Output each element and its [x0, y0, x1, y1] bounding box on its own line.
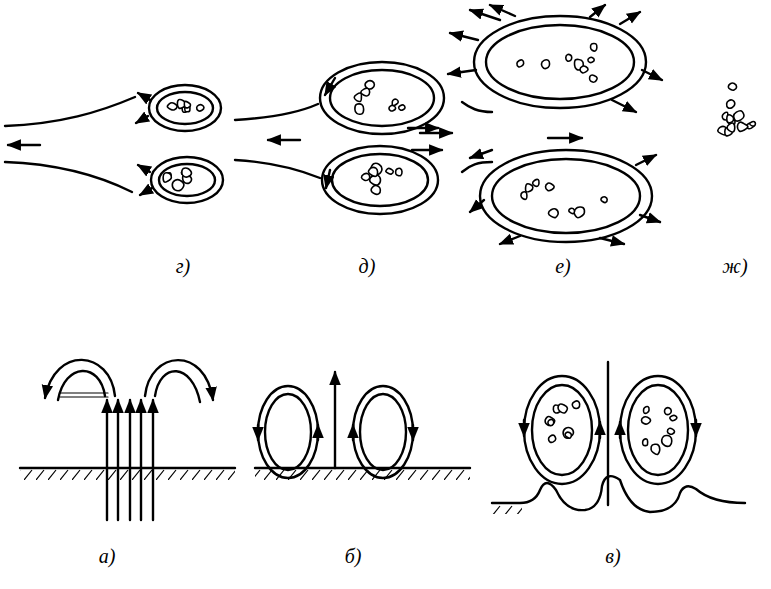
debris-particle [601, 197, 607, 203]
debris-particle [565, 432, 571, 438]
debris-particle [572, 401, 579, 408]
debris-particle [563, 428, 573, 438]
debris-particle [399, 105, 405, 110]
debris-particle [365, 81, 374, 89]
debris-particle [727, 115, 734, 123]
panel-label: е) [555, 256, 571, 276]
debris-particle [670, 415, 677, 420]
debris-particle [182, 168, 192, 177]
debris-particle [549, 435, 556, 442]
debris-particle [546, 183, 555, 191]
panel-d [235, 62, 492, 214]
panel-label: а) [99, 546, 116, 566]
debris-particle [548, 209, 558, 218]
debris-particle [750, 122, 756, 127]
debris-particle [541, 60, 549, 69]
debris-particles [163, 43, 755, 454]
debris-particle [728, 83, 736, 90]
panel-label: б) [345, 546, 362, 566]
debris-particle [574, 207, 584, 218]
panel-label: г) [176, 256, 190, 276]
debris-particle [197, 105, 204, 111]
panel-e [448, 5, 662, 244]
debris-particle [737, 122, 747, 131]
panel-a [20, 360, 235, 520]
debris-particle [734, 111, 744, 121]
debris-particle [371, 185, 380, 194]
debris-particle [355, 104, 364, 114]
debris-particle [644, 407, 650, 414]
panel-label: ж) [722, 256, 747, 276]
debris-particle [361, 173, 369, 180]
panel-v [492, 362, 745, 514]
debris-particle [548, 420, 554, 426]
debris-particle [167, 103, 177, 110]
debris-particle [588, 57, 594, 62]
panel-g [5, 85, 223, 203]
debris-particle [533, 179, 539, 186]
debris-particle [521, 192, 527, 199]
debris-particle [727, 100, 735, 108]
debris-particle [662, 435, 672, 446]
debris-particle [184, 101, 190, 107]
debris-particle [566, 54, 572, 61]
debris-particle [163, 173, 171, 182]
debris-particle [643, 439, 648, 446]
debris-particle [665, 408, 672, 415]
panel-b [255, 372, 470, 480]
debris-particle [558, 404, 567, 413]
debris-particle [172, 180, 184, 191]
debris-particle [386, 168, 394, 174]
debris-particle [651, 444, 660, 454]
debris-particle [517, 60, 524, 67]
debris-particle [545, 417, 555, 426]
debris-particle [569, 208, 575, 213]
debris-particle [526, 184, 533, 192]
debris-particle [641, 417, 650, 424]
debris-particle [392, 99, 398, 105]
debris-particle [396, 168, 402, 175]
panel-label: в) [605, 546, 620, 566]
panel-label: д) [359, 256, 376, 276]
debris-particle [590, 75, 598, 82]
debris-particle [354, 93, 361, 101]
debris-particle [591, 43, 597, 51]
debris-particle [667, 428, 674, 434]
debris-particle [580, 66, 588, 73]
debris-particle [727, 123, 735, 132]
